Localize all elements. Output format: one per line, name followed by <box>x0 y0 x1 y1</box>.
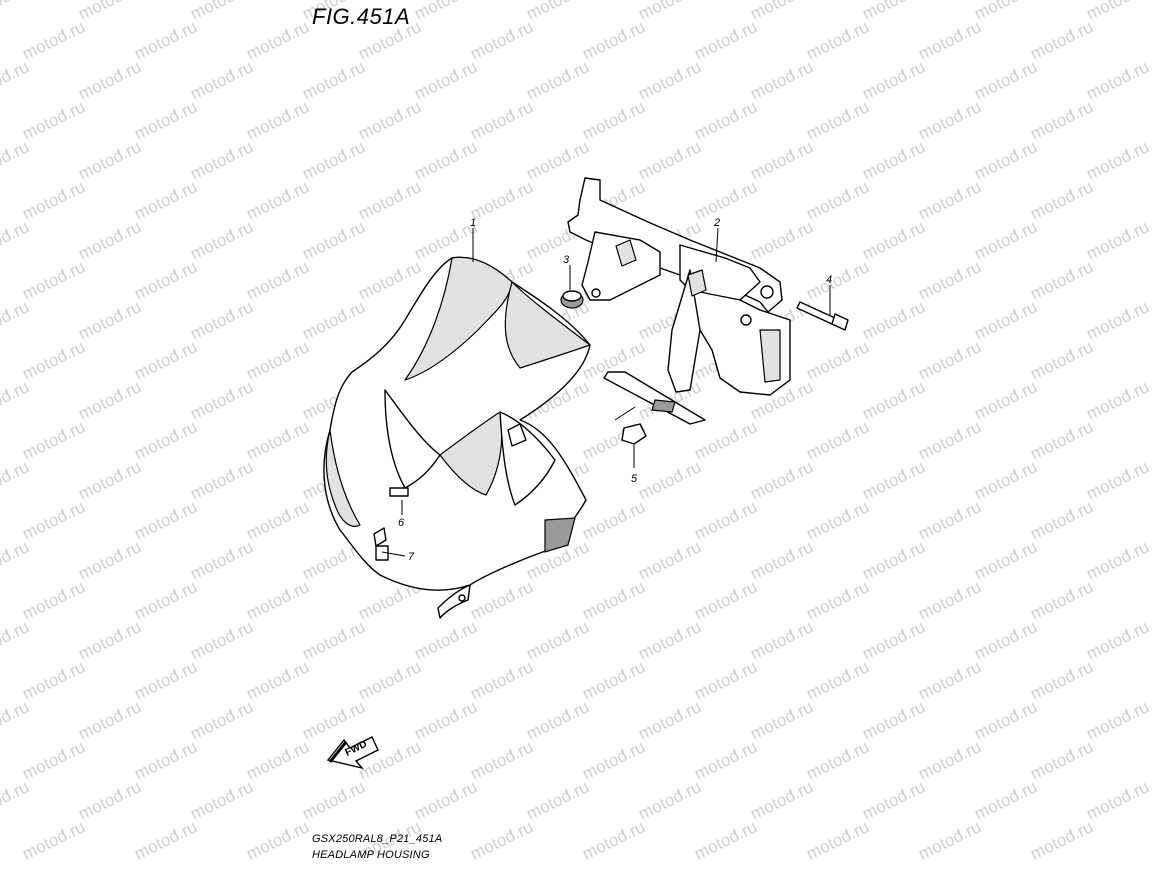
callout-1: 1 <box>470 217 476 229</box>
callout-7: 7 <box>408 551 415 563</box>
callout-2: 2 <box>713 217 720 229</box>
callout-3: 3 <box>563 254 570 266</box>
headlamp-housing-part <box>323 256 591 619</box>
callout-5: 5 <box>631 473 638 485</box>
strip-plate-part <box>603 371 706 425</box>
clip-part <box>614 406 647 445</box>
grommet-part <box>560 290 584 309</box>
figure-name: HEADLAMP HOUSING <box>312 849 430 861</box>
figure-title: FIG.451A <box>312 4 411 29</box>
callout-6: 6 <box>398 517 405 529</box>
bolt-part <box>796 301 849 331</box>
callout-leaders <box>381 227 831 557</box>
headlamp-bracket-part <box>567 177 791 396</box>
callout-4: 4 <box>826 274 832 286</box>
fwd-arrow-icon: FWD <box>326 736 379 770</box>
figure-code: GSX250RAL8_P21_451A <box>312 833 443 845</box>
